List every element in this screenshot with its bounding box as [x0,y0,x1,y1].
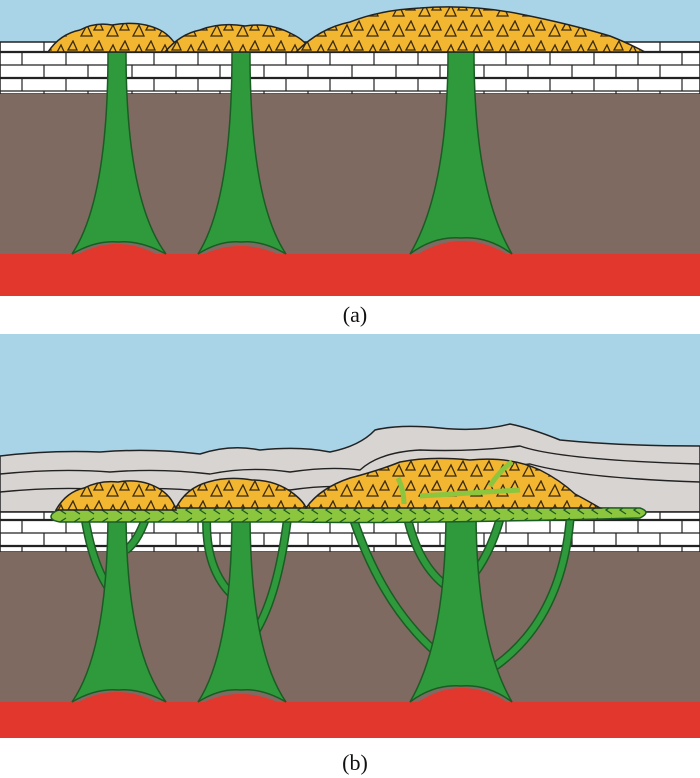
basement-layer-b [0,702,700,738]
panel-label-b: (b) [342,750,368,775]
panel-label-a: (a) [343,302,367,327]
panel-b: (b) [0,334,700,775]
panel-a: (a) [0,0,700,327]
basement-layer-a [0,254,700,296]
